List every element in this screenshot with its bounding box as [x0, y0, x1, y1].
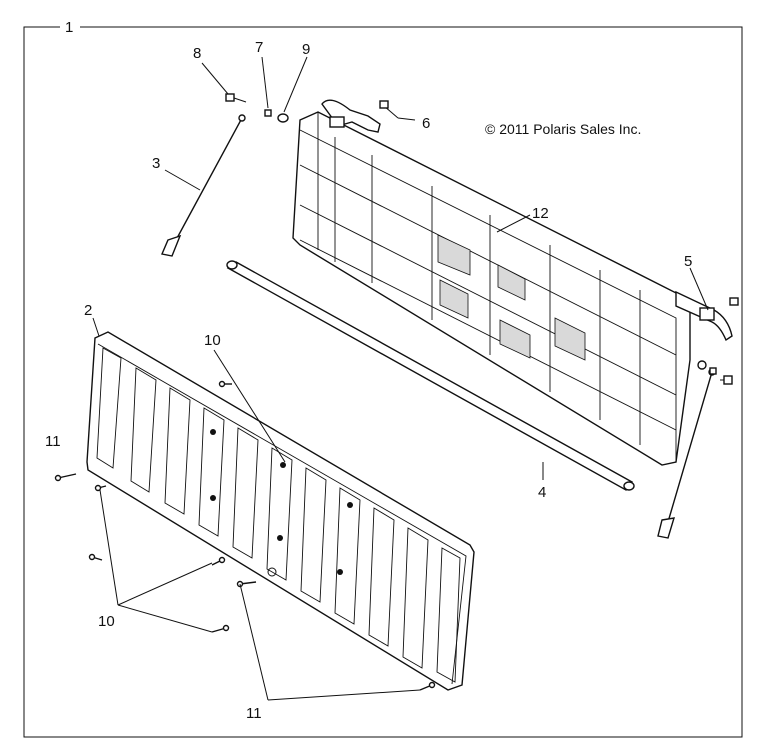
part-4-rod [226, 260, 635, 491]
part-12-inner-panel [292, 111, 691, 466]
callout-3: 3 [152, 155, 160, 172]
part-2-outer-panel [86, 331, 475, 691]
callout-12: 12 [532, 205, 549, 222]
callout-8: 8 [193, 45, 201, 62]
right-hardware [697, 360, 733, 385]
diagram-frame [23, 26, 743, 738]
callout-7: 7 [255, 39, 263, 56]
part-11-pins [54, 473, 436, 691]
part-9-washer [277, 113, 289, 123]
callout-10-lower: 10 [98, 613, 115, 630]
callout-2: 2 [84, 302, 92, 319]
leader-lines [92, 56, 709, 701]
callout-10-upper: 10 [204, 332, 221, 349]
callout-6: 6 [422, 115, 430, 132]
part-7-nut [264, 109, 272, 117]
callout-9: 9 [302, 41, 310, 58]
copyright-text: © 2011 Polaris Sales Inc. [485, 121, 641, 137]
callout-11-bottom: 11 [246, 705, 262, 722]
callout-4: 4 [538, 484, 546, 501]
callout-11-left: 11 [45, 433, 61, 450]
part-5-right-latch [675, 290, 739, 342]
part-8-bolt [225, 93, 247, 103]
callout-5: 5 [684, 253, 692, 270]
part-3-left-cable [161, 114, 246, 257]
part-10-rivets [88, 380, 232, 633]
part-6-left-latch [321, 99, 399, 133]
callout-1: 1 [65, 19, 73, 36]
